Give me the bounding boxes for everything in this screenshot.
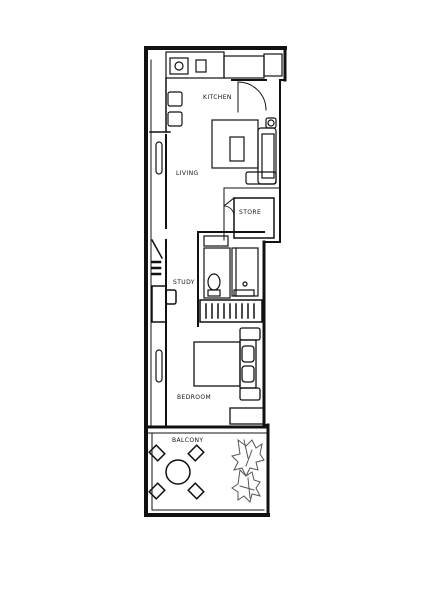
wardrobe: [199, 299, 263, 323]
entry-door: [231, 79, 267, 113]
kitchen-counter: [149, 51, 283, 133]
bathroom: [197, 231, 265, 327]
label-living: LIVING: [176, 170, 199, 177]
outer-walls: [144, 46, 287, 517]
label-balcony: BALCONY: [172, 437, 204, 444]
label-kitchen: KITCHEN: [203, 94, 232, 101]
label-store: STORE: [239, 209, 262, 216]
bed: [193, 327, 265, 425]
balcony-wall: [144, 425, 270, 511]
balcony-plants: [231, 438, 265, 503]
study-desk: [150, 238, 177, 323]
balcony-table-set: [148, 444, 205, 500]
bedroom-window: [155, 349, 163, 383]
living-window: [155, 141, 163, 175]
sofa-set: [211, 117, 277, 185]
bar-stools: [167, 91, 183, 127]
label-bedroom: BEDROOM: [177, 394, 212, 401]
label-study: STUDY: [173, 279, 195, 286]
